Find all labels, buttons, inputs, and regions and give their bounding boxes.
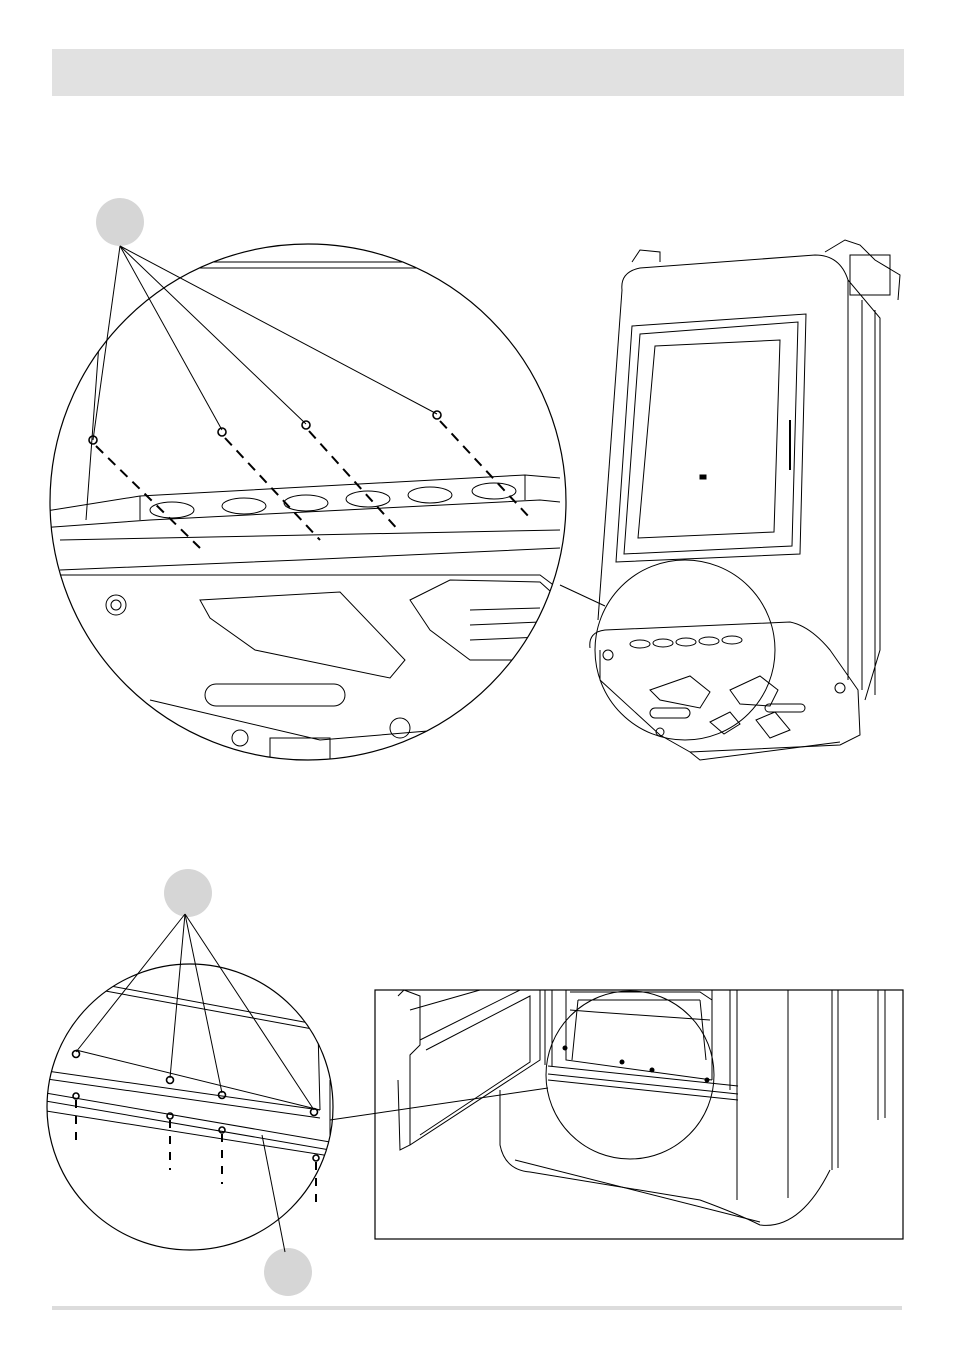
callout-marker-3 [264, 1248, 312, 1296]
callout-marker-1 [96, 198, 144, 246]
callout-marker-2 [164, 869, 212, 917]
framed-stove-view [374, 989, 904, 1240]
footer-rule [52, 1306, 902, 1310]
detail-view-top [49, 243, 567, 761]
stove-body [589, 239, 901, 761]
detail-view-bottom [46, 913, 334, 1253]
header-band [52, 49, 904, 96]
